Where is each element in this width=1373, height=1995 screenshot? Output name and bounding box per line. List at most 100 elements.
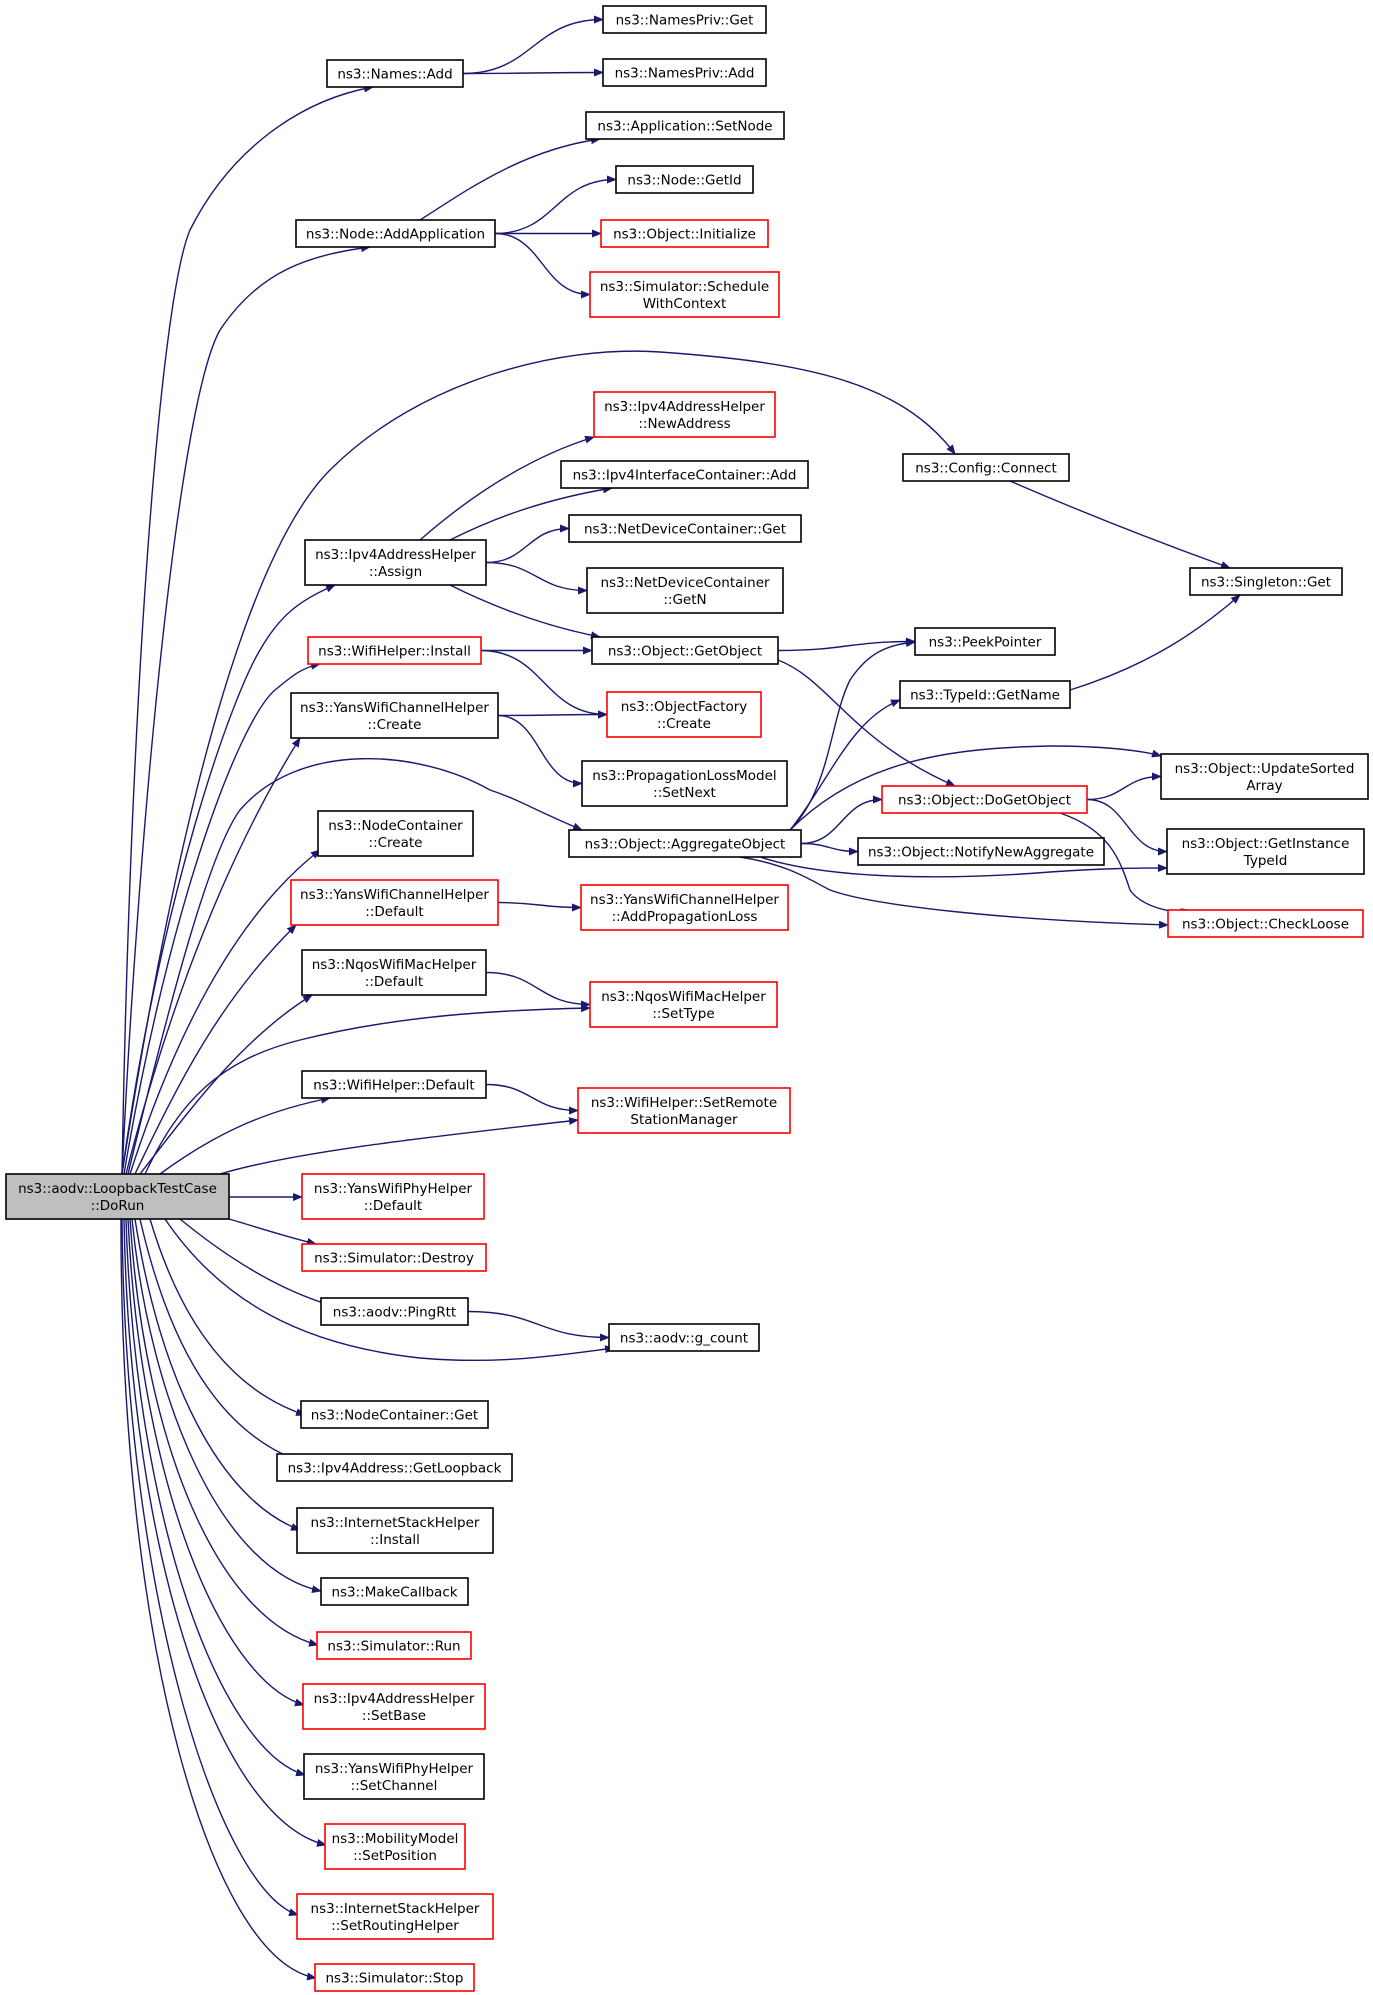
edge-config_connect-to-singleton_get [1009, 480, 1231, 569]
node-box [317, 810, 474, 857]
node-box [324, 1823, 466, 1870]
node-obj_notifyaggr[interactable]: ns3::Object::NotifyNewAggregate [857, 837, 1105, 866]
node-label: ::SetNext [653, 785, 716, 801]
node-box [301, 1173, 485, 1220]
node-box [307, 636, 482, 665]
node-namespriv_add[interactable]: ns3::NamesPriv::Add [602, 58, 767, 87]
node-ipv4addr_getloopback[interactable]: ns3::Ipv4Address::GetLoopback [276, 1453, 513, 1482]
node-node_addapp[interactable]: ns3::Node::AddApplication [295, 219, 496, 248]
node-box [5, 1173, 230, 1220]
node-label: ns3::Object::NotifyNewAggregate [868, 845, 1094, 861]
node-sim_stop[interactable]: ns3::Simulator::Stop [314, 1963, 475, 1992]
node-label: ns3::NqosWifiMacHelper [312, 957, 477, 973]
edge-root-to-aodv_gcount [164, 1218, 615, 1362]
node-label: ns3::MobilityModel [332, 1831, 459, 1847]
node-nqos_settype[interactable]: ns3::NqosWifiMacHelper::SetType [589, 981, 778, 1028]
edge-ipv4addr_assign-to-ipv4ic_add [449, 485, 613, 541]
node-mobility_setpos[interactable]: ns3::MobilityModel::SetPosition [324, 1823, 466, 1870]
node-yansphy_setchannel[interactable]: ns3::YansWifiPhyHelper::SetChannel [303, 1753, 485, 1800]
edge-ipv4addr_assign-to-ndc_get [485, 524, 570, 564]
node-sim_run[interactable]: ns3::Simulator::Run [316, 1631, 472, 1660]
node-label: ns3::Object::GetInstance [1182, 836, 1350, 852]
node-label: ns3::NqosWifiMacHelper [601, 989, 766, 1005]
node-peekpointer[interactable]: ns3::PeekPointer [914, 627, 1056, 656]
edge-root-to-wifihelper_default [159, 1095, 331, 1175]
node-node_getid[interactable]: ns3::Node::GetId [615, 165, 754, 194]
node-object_getobject[interactable]: ns3::Object::GetObject [591, 636, 779, 665]
node-singleton_get[interactable]: ns3::Singleton::Get [1189, 567, 1343, 596]
edge-root-to-sim_run [129, 1218, 319, 1647]
node-box [304, 539, 487, 586]
edge-typeid_getname-to-singleton_get [1069, 594, 1241, 691]
edge-wifihelper_install-to-objfactory_create [480, 649, 608, 719]
node-label: ::NewAddress [638, 416, 730, 432]
node-box [276, 1453, 513, 1482]
node-box [581, 760, 788, 807]
node-ipv4ic_add[interactable]: ns3::Ipv4InterfaceContainer::Add [560, 460, 809, 489]
node-label: ns3::WifiHelper::SetRemote [591, 1095, 777, 1111]
node-box [1189, 567, 1343, 596]
node-config_connect[interactable]: ns3::Config::Connect [902, 453, 1070, 482]
node-root[interactable]: ns3::aodv::LoopbackTestCase::DoRun [5, 1173, 230, 1220]
node-yanschan_create[interactable]: ns3::YansWifiChannelHelper::Create [290, 692, 499, 739]
node-aodv_pingrtt[interactable]: ns3::aodv::PingRtt [320, 1297, 469, 1326]
edge-obj_aggregate-to-peekpointer [789, 639, 916, 831]
node-yansphy_default[interactable]: ns3::YansWifiPhyHelper::Default [301, 1173, 485, 1220]
node-inetstack_setrouting[interactable]: ns3::InternetStackHelper::SetRoutingHelp… [296, 1893, 494, 1940]
node-sim_destroy[interactable]: ns3::Simulator::Destroy [301, 1243, 487, 1272]
node-ndc_getn[interactable]: ns3::NetDeviceContainer::GetN [586, 567, 784, 614]
node-yanschan_default[interactable]: ns3::YansWifiChannelHelper::Default [290, 879, 499, 926]
edge-obj_aggregate-to-typeid_getname [789, 699, 901, 831]
node-label: ns3::Simulator::Stop [326, 1971, 464, 1987]
edge-root-to-yanschan_create [125, 737, 301, 1175]
node-obj_checkloose[interactable]: ns3::Object::CheckLoose [1167, 909, 1364, 938]
edge-root-to-obj_aggregate [127, 758, 583, 1175]
node-obj_aggregate[interactable]: ns3::Object::AggregateObject [568, 829, 802, 858]
node-label: ns3::NetDeviceContainer [600, 575, 770, 591]
edge-obj_dogetobject-to-obj_getinstance [1086, 798, 1168, 856]
node-label: ns3::Ipv4AddressHelper [604, 399, 765, 415]
node-wifihelper_install[interactable]: ns3::WifiHelper::Install [307, 636, 482, 665]
node-box [857, 837, 1105, 866]
node-nodecont_get[interactable]: ns3::NodeContainer::Get [300, 1400, 489, 1429]
node-proploss_setnext[interactable]: ns3::PropagationLossModel::SetNext [581, 760, 788, 807]
node-inetstack_install[interactable]: ns3::InternetStackHelper::Install [296, 1507, 494, 1554]
node-typeid_getname[interactable]: ns3::TypeId::GetName [899, 680, 1071, 709]
node-box [1167, 909, 1364, 938]
node-ipv4addr_setbase[interactable]: ns3::Ipv4AddressHelper::SetBase [302, 1683, 486, 1730]
node-nqos_default[interactable]: ns3::NqosWifiMacHelper::Default [301, 949, 487, 996]
node-aodv_gcount[interactable]: ns3::aodv::g_count [608, 1323, 760, 1352]
node-box [577, 1087, 791, 1134]
node-label: ns3::Names::Add [337, 67, 452, 83]
node-box [301, 1070, 487, 1099]
node-nodecont_create[interactable]: ns3::NodeContainer::Create [317, 810, 474, 857]
node-label: ns3::NamesPriv::Get [616, 13, 754, 29]
node-obj_dogetobject[interactable]: ns3::Object::DoGetObject [881, 785, 1088, 814]
node-ipv4addr_newaddr[interactable]: ns3::Ipv4AddressHelper::NewAddress [593, 391, 776, 438]
node-object_initialize[interactable]: ns3::Object::Initialize [600, 219, 769, 248]
node-objfactory_create[interactable]: ns3::ObjectFactory::Create [606, 691, 762, 738]
node-label: ns3::YansWifiChannelHelper [590, 892, 779, 908]
node-ndc_get[interactable]: ns3::NetDeviceContainer::Get [568, 514, 802, 543]
node-box [1160, 753, 1369, 800]
node-makecallback[interactable]: ns3::MakeCallback [320, 1577, 469, 1606]
edge-names_add-to-namespriv_get [462, 15, 604, 75]
node-label: ::SetChannel [351, 1778, 438, 1794]
edge-obj_dogetobject-to-obj_updatesorted [1086, 772, 1162, 801]
node-box [914, 627, 1056, 656]
node-wifihelper_default[interactable]: ns3::WifiHelper::Default [301, 1070, 487, 1099]
node-names_add[interactable]: ns3::Names::Add [326, 59, 464, 88]
node-namespriv_get[interactable]: ns3::NamesPriv::Get [602, 5, 767, 34]
edge-ipv4addr_assign-to-object_getobject [449, 584, 601, 640]
edge-node_addapp-to-sim_schedule [494, 232, 591, 299]
node-ipv4addr_assign[interactable]: ns3::Ipv4AddressHelper::Assign [304, 539, 487, 586]
node-yanschan_addprop[interactable]: ns3::YansWifiChannelHelper::AddPropagati… [580, 884, 789, 931]
node-box [295, 219, 496, 248]
node-app_setnode[interactable]: ns3::Application::SetNode [585, 111, 785, 140]
node-label: ns3::Ipv4Address::GetLoopback [288, 1461, 502, 1477]
